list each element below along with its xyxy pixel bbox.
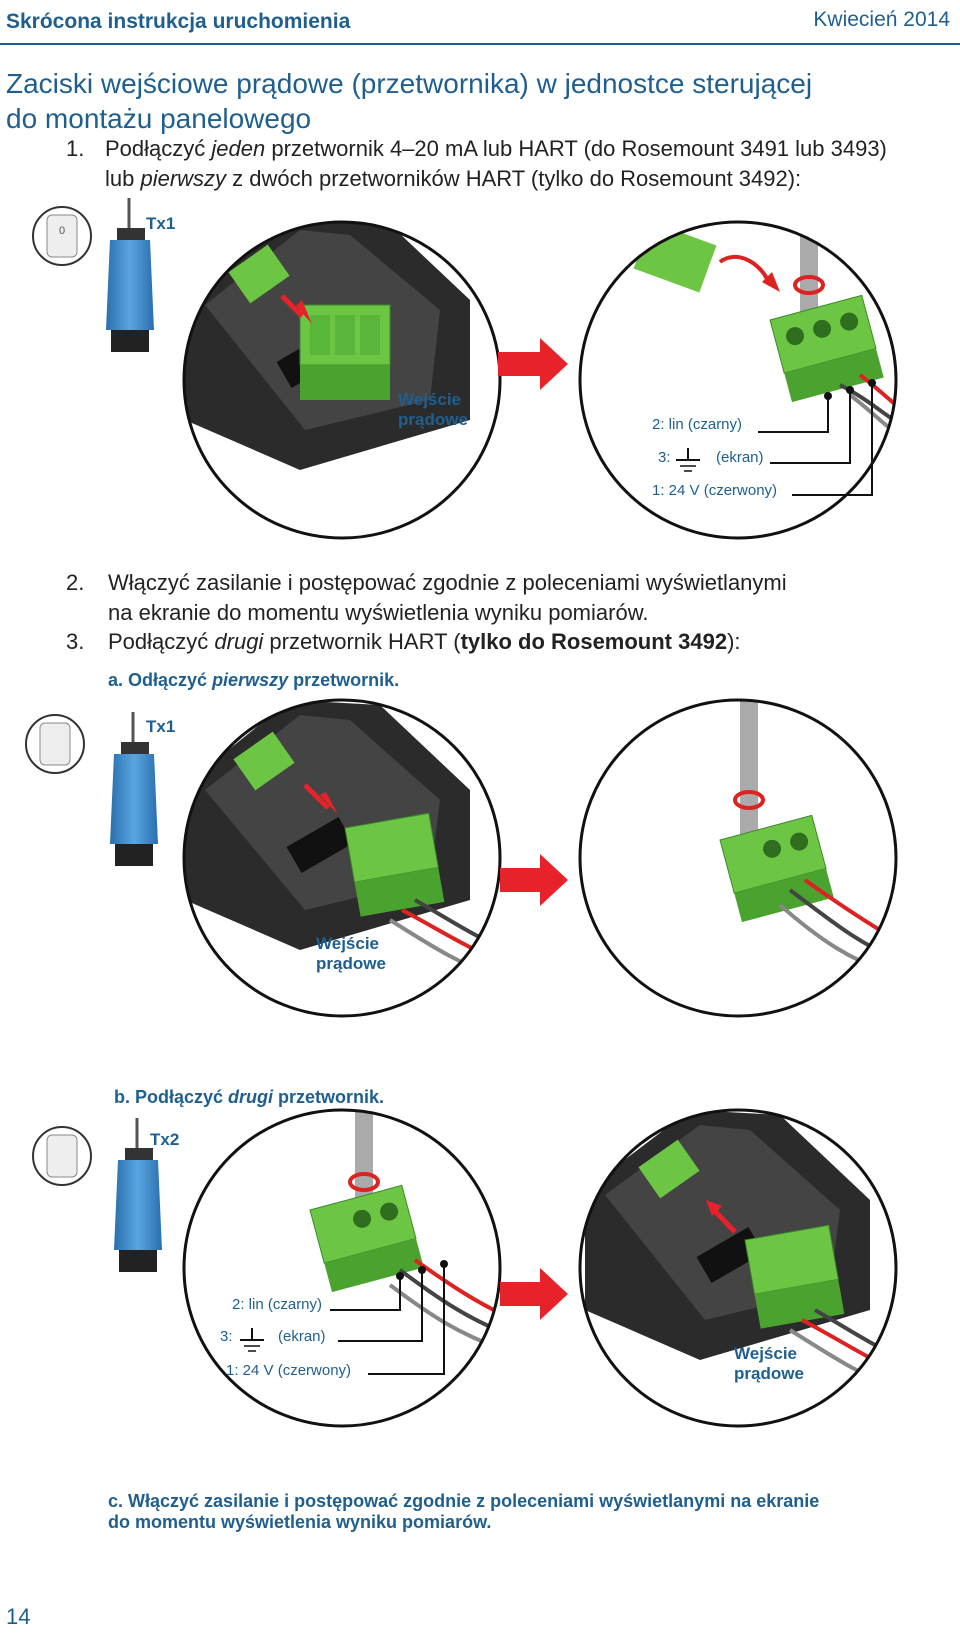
sensor-tx1-icon bbox=[106, 198, 154, 352]
wire1-label: 1: 24 V (czerwony) bbox=[652, 482, 778, 499]
wire1-label: 1: 24 V (czerwony) bbox=[226, 1362, 352, 1379]
page-number: 14 bbox=[6, 1604, 31, 1629]
substep-b: b. Podłączyć drugi przetwornik. bbox=[114, 1087, 385, 1107]
power-switch-icon bbox=[25, 714, 85, 774]
substep-c: c. Włączyć zasilanie i postępować zgodni… bbox=[108, 1491, 820, 1532]
step3-number: 3. bbox=[66, 629, 85, 654]
terminal-block-disconnect-illustration bbox=[182, 698, 502, 1018]
terminal-unscrew-illustration bbox=[578, 698, 898, 1018]
substep-a: a. Odłączyć pierwszy przetwornik. bbox=[108, 670, 400, 690]
arrow-icon bbox=[500, 1268, 568, 1320]
tx2-label: Tx2 bbox=[150, 1130, 180, 1149]
section-title-line1: Zaciski wejściowe prądowe (przetwornika)… bbox=[6, 68, 813, 99]
step2-text: Włączyć zasilanie i postępować zgodnie z… bbox=[108, 570, 787, 625]
step3-text: Podłączyć drugi przetwornik HART (tylko … bbox=[108, 629, 741, 654]
wire2-label: 2: lin (czarny) bbox=[232, 1296, 323, 1313]
arrow-icon bbox=[498, 338, 568, 390]
terminal-block-reinsert-illustration bbox=[578, 1108, 898, 1428]
terminal-wiring-illustration bbox=[578, 220, 898, 540]
header-divider bbox=[0, 43, 960, 45]
section-title-line2: do montażu panelowego bbox=[6, 103, 312, 134]
wire3-label-prefix: 3: bbox=[220, 1328, 233, 1345]
doc-header-title: Skrócona instrukcja uruchomienia bbox=[6, 10, 351, 33]
sensor-tx2-icon bbox=[114, 1118, 162, 1272]
section-title: Zaciski wejściowe prądowe (przetwornika)… bbox=[6, 66, 936, 136]
arrow-icon bbox=[500, 854, 568, 906]
tx1-label: Tx1 bbox=[146, 717, 176, 736]
tx1-label: Tx1 bbox=[146, 214, 176, 233]
step1-text: Podłączyć jeden przetwornik 4–20 mA lub … bbox=[105, 136, 887, 191]
step1-number: 1. bbox=[66, 136, 85, 161]
wire3-label: (ekran) bbox=[278, 1328, 326, 1345]
switch-mark: 0 bbox=[59, 225, 65, 237]
wire2-label: 2: lin (czarny) bbox=[652, 416, 743, 433]
doc-header-date: Kwiecień 2014 bbox=[813, 8, 950, 31]
wire3-label-prefix: 3: bbox=[658, 449, 671, 466]
wire3-label: (ekran) bbox=[716, 449, 764, 466]
terminal-wiring-tx2-illustration bbox=[182, 1108, 502, 1428]
step2-number: 2. bbox=[66, 570, 85, 595]
terminal-block-insert-illustration bbox=[182, 220, 502, 540]
sensor-tx1-icon bbox=[110, 712, 158, 866]
power-switch-icon bbox=[32, 206, 92, 266]
power-switch-icon bbox=[32, 1126, 92, 1186]
